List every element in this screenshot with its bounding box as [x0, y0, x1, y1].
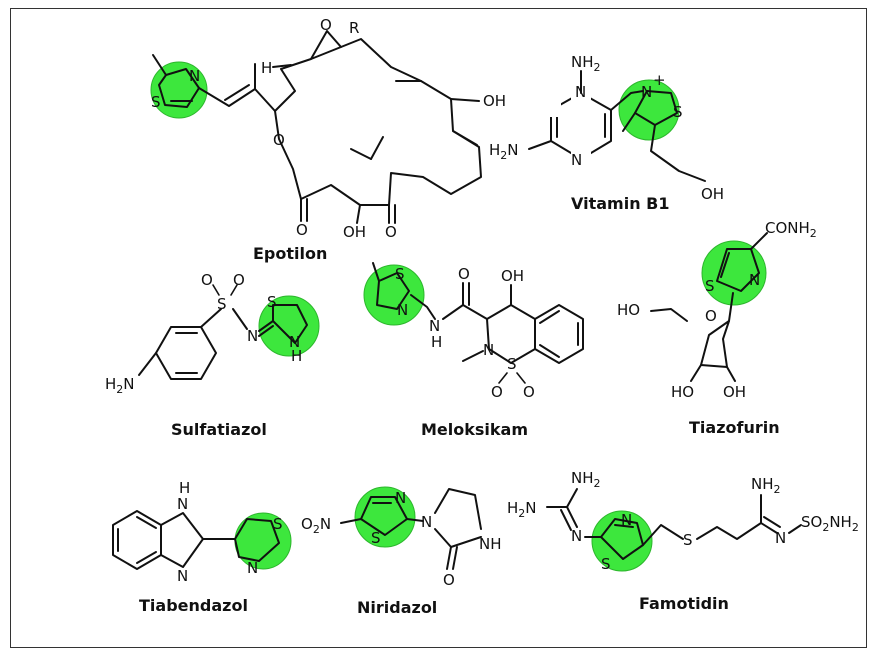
atom-label: NH	[479, 535, 502, 553]
atom-label: O	[385, 223, 397, 241]
molecule-tiabendazol: N H N S N Tiabendazol	[112, 479, 292, 615]
atom-label: S	[673, 103, 683, 121]
atom-label: NH2	[751, 475, 781, 496]
atom-label: N	[483, 341, 494, 359]
atom-label: N	[571, 527, 582, 545]
atom-label: S	[705, 277, 715, 295]
atom-label: R	[349, 19, 359, 37]
molecule-famotidin: H2N NH2 N N S S NH2 N SO2NH2 Famotidin	[507, 469, 859, 613]
atom-label: H	[261, 59, 272, 77]
atom-label: N	[177, 567, 188, 585]
atom-label: N	[749, 271, 760, 289]
molecule-tiazofurin: S N CONH2 O HO HO OH Tiazofurin	[617, 219, 817, 437]
thiazole-drugs-figure: N S O R H O OH O OH O Epotilon	[105, 16, 859, 617]
atom-label: S	[507, 355, 517, 373]
molecule-name-tiabendazol: Tiabendazol	[139, 596, 248, 615]
atom-label: O	[273, 131, 285, 149]
atom-label: +	[653, 71, 666, 89]
atom-label: O	[523, 383, 535, 401]
atom-label: OH	[343, 223, 366, 241]
atom-label: NH2	[571, 53, 601, 74]
molecule-name-epotilon: Epotilon	[253, 244, 327, 263]
atom-label: N	[621, 511, 632, 529]
atom-label: S	[217, 295, 227, 313]
atom-label: H2N	[489, 141, 519, 162]
molecule-meloksikam: S N N H O OH N S O O Meloksikam	[363, 262, 584, 439]
molecule-name-vitamin-b1: Vitamin B1	[571, 194, 669, 213]
atom-label: N	[395, 489, 406, 507]
atom-label: S	[151, 93, 161, 111]
atom-label: S	[601, 555, 611, 573]
atom-label: O	[201, 271, 213, 289]
atom-label: O2N	[301, 515, 331, 536]
atom-label: HO	[671, 383, 694, 401]
atom-label: O	[458, 265, 470, 283]
atom-label: N	[775, 529, 786, 547]
atom-label: S	[395, 265, 405, 283]
molecule-niridazol: O2N N S N O NH Niridazol	[301, 486, 502, 617]
atom-label: OH	[701, 185, 724, 203]
atom-label: S	[273, 515, 283, 533]
atom-label: N	[189, 67, 200, 85]
atom-label: N	[397, 301, 408, 319]
atom-label: N	[421, 513, 432, 531]
molecule-name-niridazol: Niridazol	[357, 598, 437, 617]
atom-label: NH2	[571, 469, 601, 490]
atom-label: SO2NH2	[801, 513, 859, 534]
molecule-name-famotidin: Famotidin	[639, 594, 729, 613]
atom-label: OH	[723, 383, 746, 401]
thiazole-highlight	[701, 240, 767, 306]
atom-label: O	[296, 221, 308, 239]
atom-label: H	[291, 347, 302, 365]
atom-label: O	[705, 307, 717, 325]
molecule-sulfatiazol: S O O N S N H H2N Sulfatiazol	[105, 271, 320, 439]
atom-label: N	[247, 559, 258, 577]
atom-label: HO	[617, 301, 640, 319]
atom-label: H2N	[105, 375, 135, 396]
atom-label: S	[371, 529, 381, 547]
atom-label: H2N	[507, 499, 537, 520]
molecule-name-tiazofurin: Tiazofurin	[689, 418, 780, 437]
atom-label: N	[429, 317, 440, 335]
thiazole-highlight	[354, 486, 416, 548]
atom-label: CONH2	[765, 219, 817, 240]
figure-frame: N S O R H O OH O OH O Epotilon	[10, 8, 867, 648]
atom-label: O	[443, 571, 455, 589]
thiazolium-highlight	[618, 79, 680, 141]
molecule-epotilon: N S O R H O OH O OH O Epotilon	[150, 16, 506, 263]
atom-label: N	[247, 327, 258, 345]
atom-label: N	[289, 333, 300, 351]
atom-label: N	[177, 495, 188, 513]
atom-label: N	[571, 151, 582, 169]
atom-label: S	[267, 293, 277, 311]
molecule-name-meloksikam: Meloksikam	[421, 420, 528, 439]
atom-label: H	[431, 333, 442, 351]
atom-label: OH	[483, 92, 506, 110]
atom-label: O	[491, 383, 503, 401]
atom-label: H	[179, 479, 190, 497]
atom-label: OH	[501, 267, 524, 285]
thiazole-highlight	[234, 512, 292, 570]
atom-label: O	[320, 16, 332, 34]
molecule-vitamin-b1: N N NH2 H2N N + S OH Vitamin B1	[489, 53, 724, 213]
atom-label: S	[683, 531, 693, 549]
molecule-name-sulfatiazol: Sulfatiazol	[171, 420, 267, 439]
atom-label: N	[641, 83, 652, 101]
atom-label: O	[233, 271, 245, 289]
